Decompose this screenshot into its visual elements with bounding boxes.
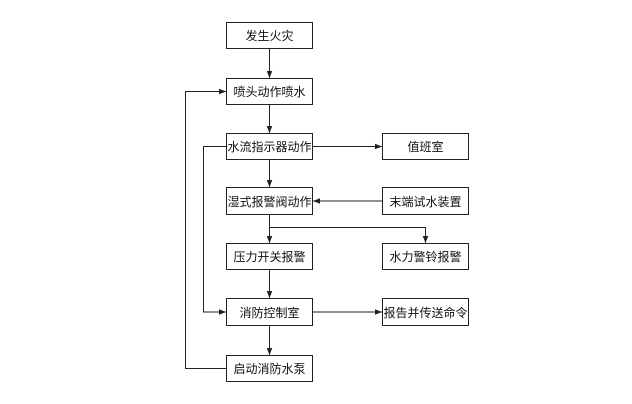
node-fire: 发生火灾 [226, 22, 313, 49]
node-start-pump: 启动消防水泵 [226, 355, 313, 382]
node-fire-label: 发生火灾 [245, 29, 294, 43]
node-control-room: 消防控制室 [226, 298, 313, 326]
edge-flow-indicator-to-control-room [203, 146, 226, 315]
node-duty-room: 值班室 [382, 133, 469, 160]
node-flow-indicator: 水流指示器动作 [226, 133, 313, 160]
node-sprinkler: 喷头动作喷水 [226, 78, 313, 105]
node-alarm-valve: 湿式报警阀动作 [226, 187, 313, 215]
node-end-test-device-label: 末端试水装置 [389, 194, 462, 209]
node-alarm-valve-label: 湿式报警阀动作 [227, 194, 312, 209]
node-flow-indicator-label: 水流指示器动作 [227, 140, 312, 154]
node-pressure-switch-label: 压力开关报警 [233, 250, 306, 264]
edge-start-pump-to-sprinkler [185, 88, 226, 369]
node-duty-room-label: 值班室 [407, 140, 444, 154]
node-water-bell-label: 水力警铃报警 [389, 250, 462, 264]
node-report-command-label: 报告并传送命令 [383, 305, 468, 320]
edge-alarm-valve-to-water-bell [269, 227, 429, 243]
node-control-room-label: 消防控制室 [239, 305, 300, 320]
node-report-command: 报告并传送命令 [382, 298, 469, 326]
node-sprinkler-label: 喷头动作喷水 [233, 85, 306, 99]
node-pressure-switch: 压力开关报警 [226, 243, 313, 270]
node-water-bell: 水力警铃报警 [382, 243, 469, 270]
node-end-test-device: 末端试水装置 [382, 187, 469, 215]
node-start-pump-label: 启动消防水泵 [233, 362, 306, 376]
